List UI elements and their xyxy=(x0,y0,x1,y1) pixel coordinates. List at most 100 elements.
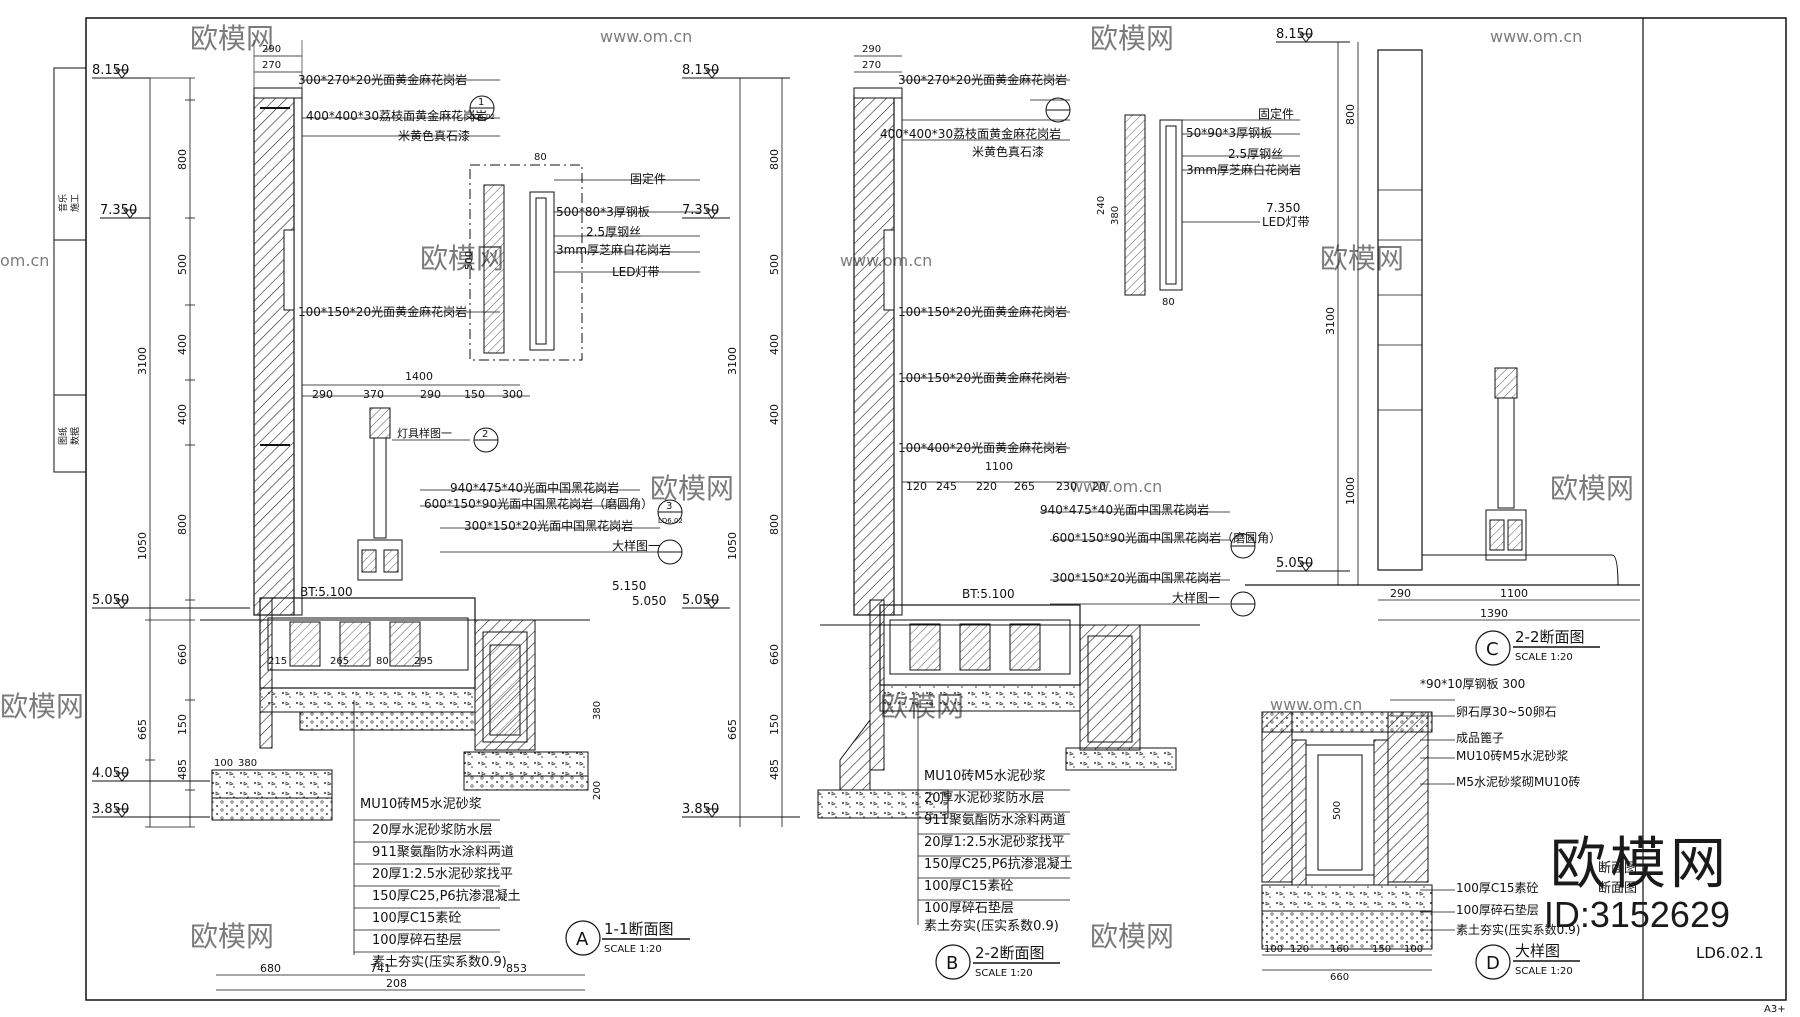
label-a-detail-2: 500*80*3厚钢板 xyxy=(556,205,650,219)
view-a-title: 1-1断面图 xyxy=(604,920,674,938)
label-a-detail-5: LED灯带 xyxy=(612,265,660,279)
dim-a-left-2: 1050 xyxy=(136,532,149,560)
marker-a-1: 1 xyxy=(478,97,484,108)
dim-a-base-1: 100 xyxy=(214,758,233,769)
title-block-cell-3: 图纸 xyxy=(57,427,69,445)
dim-a-left-3: 665 xyxy=(136,719,149,740)
sheet-code: LD6.02.1 xyxy=(1696,944,1764,962)
dim-b-row-3: 220 xyxy=(976,480,997,493)
dim-c-5: 1100 xyxy=(1500,587,1528,600)
dim-b-row-4: 265 xyxy=(1014,480,1035,493)
label-b-detail-1: 固定件 xyxy=(1258,106,1294,121)
watermark-10: 欧模网 xyxy=(1090,920,1174,953)
dim-a-left-1: 3100 xyxy=(136,347,149,375)
level-a-5: 3.850 xyxy=(92,802,129,817)
label-b-top-6: 100*400*20光面黄金麻花岗岩 xyxy=(898,440,1067,455)
dim-a-mid-3: 400 xyxy=(176,334,189,355)
dim-b-row-5: 230 xyxy=(1056,480,1077,493)
label-a-base-6: 100厚C15素砼 xyxy=(372,911,461,926)
marker-a-1-ref: LD6.02 xyxy=(470,113,495,121)
view-d-title: 大样图 xyxy=(1515,942,1560,960)
view-b-letter: B xyxy=(946,953,958,974)
watermark-3: 欧模网 xyxy=(420,242,504,275)
dim-b-left-2: 1050 xyxy=(726,532,739,560)
label-a-top-6: 940*475*40光面中国黑花岗岩 xyxy=(450,480,619,495)
section-view-a: 8.150 7.350 5.050 4.050 3.850 3100 1050 … xyxy=(92,40,700,991)
dim-d-1: 100 xyxy=(1264,944,1283,955)
label-b-top-8: 600*150*90光面中国黑花岗岩（磨圆角） xyxy=(1052,530,1281,545)
label-b-base-5: 150厚C25,P6抗渗混凝土 xyxy=(924,856,1073,872)
label-b-base-4: 20厚1:2.5水泥砂浆找平 xyxy=(924,835,1065,850)
watermark-5: 欧模网 xyxy=(650,472,734,505)
section-view-d: 500 *90*10厚钢板 300 卵石厚30~50卵石 成品篦子 MU10砖M… xyxy=(1261,677,1580,983)
title-block-cell-4: 数据 xyxy=(69,427,81,445)
detail-a-dim-2: 500 xyxy=(464,251,475,270)
level-b-4: 3.850 xyxy=(682,802,719,817)
label-b-top-2: 400*400*30荔枝面黄金麻花岗岩 xyxy=(880,126,1061,141)
dim-c-1: 800 xyxy=(1344,104,1357,125)
dim-d-2: 120 xyxy=(1290,944,1309,955)
dim-c-3: 1000 xyxy=(1344,477,1357,505)
dim-b-mid-3: 400 xyxy=(768,334,781,355)
watermark-url-2: www.om.cn xyxy=(1490,27,1582,46)
level-a-3: 5.050 xyxy=(92,593,129,608)
label-b-top-7: 940*475*40光面中国黑花岗岩 xyxy=(1040,502,1209,517)
bt-label-a: BT:5.100 xyxy=(300,585,353,599)
detail-a-dim-3: 380 xyxy=(592,701,603,720)
label-b-detail-3: 2.5厚钢丝 xyxy=(1228,147,1283,161)
label-b-top-4: 100*150*20光面黄金麻花岗岩 xyxy=(898,304,1067,319)
label-a-detail-1: 固定件 xyxy=(630,171,666,186)
label-d-4: MU10砖M5水泥砂浆 xyxy=(1456,748,1568,763)
brand-id: ID:3152629 xyxy=(1543,894,1730,935)
dim-b-row-total: 1100 xyxy=(985,460,1013,473)
label-a-top-8: 300*150*20光面中国黑花岗岩 xyxy=(464,518,633,533)
dim-b-top-1: 290 xyxy=(862,44,881,55)
view-a-scale: SCALE 1:20 xyxy=(604,944,662,955)
detail-a-dim-4: 200 xyxy=(592,781,603,800)
dim-b-mid-6: 660 xyxy=(768,644,781,665)
title-block-cell-2: 施工 xyxy=(69,194,81,212)
dim-b-mid-7: 150 xyxy=(768,714,781,735)
dim-a-row-5: 300 xyxy=(502,388,523,401)
label-b-base-6: 100厚C15素砼 xyxy=(924,879,1013,894)
label-b-detail-4: 3mm厚芝麻白花岗岩 xyxy=(1186,162,1301,177)
watermark-8: 欧模网 xyxy=(880,690,964,723)
dim-a-bottom-3: 853 xyxy=(506,962,527,975)
watermark-9: 欧模网 xyxy=(190,920,274,953)
dim-d-total: 660 xyxy=(1330,972,1349,983)
view-c-letter: C xyxy=(1486,639,1499,660)
label-a-base-5: 150厚C25,P6抗渗混凝土 xyxy=(372,888,521,904)
section-view-c: 8.150 5.050 800 3100 1000 290 1100 1390 xyxy=(1245,27,1640,666)
dim-a-top-1: 290 xyxy=(262,44,281,55)
level-b-3: 5.050 xyxy=(682,593,719,608)
dim-c-4: 290 xyxy=(1390,587,1411,600)
dim-b-mid-8: 485 xyxy=(768,759,781,780)
watermark-url-5: www.om.cn xyxy=(1070,477,1162,496)
dim-d-3: 160 xyxy=(1330,944,1349,955)
brand-name: 欧模网 xyxy=(1550,832,1730,897)
dim-c-2: 3100 xyxy=(1324,307,1337,335)
label-d-8: 素土夯实(压实系数0.9) xyxy=(1456,922,1580,937)
level-b-1: 8.150 xyxy=(682,63,719,78)
dim-a-mid-5: 800 xyxy=(176,514,189,535)
dim-b-mid-2: 500 xyxy=(768,254,781,275)
watermark-1: 欧模网 xyxy=(190,22,274,55)
label-b-base-2: 20厚水泥砂浆防水层 xyxy=(924,790,1045,806)
level-b-detail: 7.350 xyxy=(1266,201,1300,215)
label-a-top-3: 米黄色真石漆 xyxy=(398,129,470,143)
title-block-cell-1: 音乐 xyxy=(57,194,69,212)
watermark-url-4: www.om.cn xyxy=(840,251,932,270)
label-b-top-5: 100*150*20光面黄金麻花岗岩 xyxy=(898,370,1067,385)
level-b-2: 7.350 xyxy=(682,203,719,218)
view-b-scale: SCALE 1:20 xyxy=(975,968,1033,979)
watermark-url-1: www.om.cn xyxy=(600,27,692,46)
watermark-2: 欧模网 xyxy=(1090,22,1174,55)
label-b-detail-2: 50*90*3厚钢板 xyxy=(1186,126,1272,140)
dim-a-bottom-4: 208 xyxy=(386,977,407,990)
label-a-top-9: 大样图一 xyxy=(612,538,660,553)
dim-a-mid-1: 800 xyxy=(176,149,189,170)
label-a-top-4: 100*150*20光面黄金麻花岗岩 xyxy=(298,304,467,319)
bt-label-b: BT:5.100 xyxy=(962,587,1015,601)
dim-a-base-4: 265 xyxy=(330,656,349,667)
